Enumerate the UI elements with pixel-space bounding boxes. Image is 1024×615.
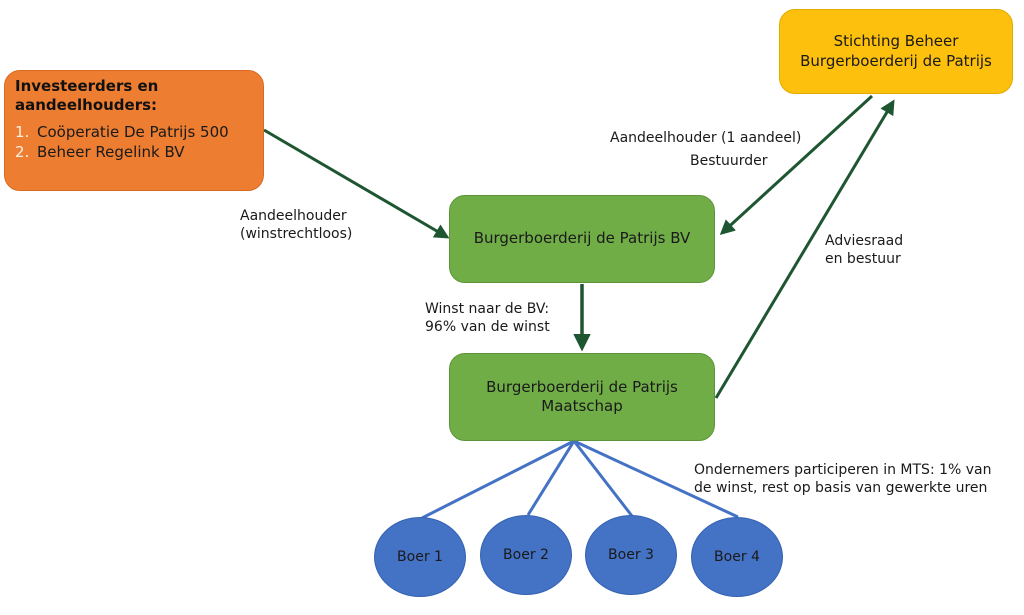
boer-2-node: Boer 2 [480,515,572,595]
bv-label: Burgerboerderij de Patrijs BV [473,229,691,248]
arrow-mts-to-stichting [714,99,895,399]
mts-label: Burgerboerderij de Patrijs Maatschap [486,377,678,416]
mts-note-line-2: de winst, rest op basis van gewerkte ure… [694,480,988,497]
connector-boer-1 [421,439,575,520]
arrow-investors-to-bv [263,128,450,239]
investors-box: Investeerders en aandeelhouders: 1. Coöp… [4,70,264,191]
arrow-stichting-to-bv [719,94,874,236]
investors-list: 1. Coöperatie De Patrijs 500 2. Beheer R… [15,123,253,163]
stichting-label: Stichting Beheer Burgerboerderij de Patr… [800,32,992,70]
connector-boer-3 [572,440,634,517]
investor-item: 1. Coöperatie De Patrijs 500 [15,123,253,143]
profit-label: Winst naar de BV: 96% van de winst [425,300,550,337]
advies-line-1: Adviesraad [825,233,904,249]
profit-line-2: 96% van de winst [425,319,550,336]
investors-title: Investeerders en aandeelhouders: [15,77,159,115]
boer-3-node: Boer 3 [585,515,677,595]
connector-boer-2 [526,440,576,516]
boer-1-node: Boer 1 [374,517,466,597]
investor-link-line-2: (winstrechtloos) [240,226,353,243]
investor-number: 1. [15,123,30,142]
investor-link-label: Aandeelhouder (winstrechtloos) [240,207,352,244]
mts-note-line-1: Ondernemers participeren in MTS: 1% van [694,462,992,478]
stichting-link-label: Aandeelhouder (1 aandeel) [610,130,802,146]
investor-item: 2. Beheer Regelink BV [15,143,253,163]
bestuurder-label: Bestuurder [690,153,768,169]
mts-box: Burgerboerderij de Patrijs Maatschap [449,353,715,441]
advies-line-2: en bestuur [825,251,901,268]
mts-participation-note: Ondernemers participeren in MTS: 1% van … [694,461,992,498]
stichting-box: Stichting Beheer Burgerboerderij de Patr… [779,9,1013,94]
advies-label: Adviesraad en bestuur [825,232,903,269]
boer-4-node: Boer 4 [691,517,783,597]
investor-name: Beheer Regelink BV [37,143,185,162]
connector-boer-4 [573,439,739,519]
investor-number: 2. [15,143,30,162]
investor-name: Coöperatie De Patrijs 500 [37,123,229,142]
investor-link-line-1: Aandeelhouder [240,208,347,224]
profit-line-1: Winst naar de BV: [425,301,550,317]
bv-box: Burgerboerderij de Patrijs BV [449,195,715,283]
